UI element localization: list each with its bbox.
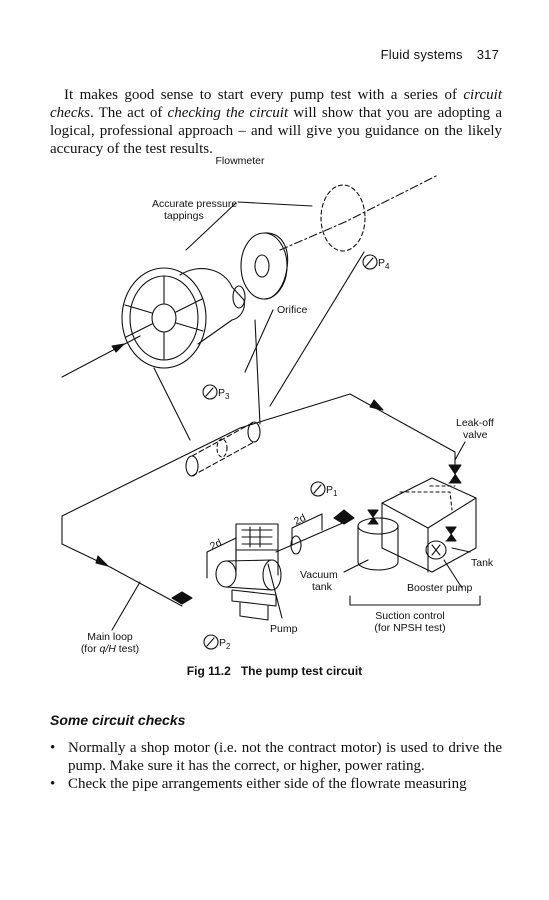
pipe-axis-dashed (279, 175, 437, 251)
booster-leader (443, 559, 463, 589)
label-leakoff-2: valve (463, 429, 488, 441)
suction-bracket (349, 595, 481, 606)
list-item: Check the pipe arrangements either side … (50, 775, 502, 793)
label-pump: Pump (270, 623, 298, 635)
label-vacuum-2: tank (312, 581, 333, 593)
pressure-gauge-p3 (202, 384, 218, 400)
label-2d-right: 2d (292, 512, 308, 528)
orifice-plate (240, 232, 289, 300)
vacuum-tank (357, 517, 399, 571)
label-leakoff-1: Leak-off (456, 417, 494, 429)
list-item: Normally a shop motor (i.e. not the cont… (50, 739, 502, 775)
label-pressure-tappings-2: tappings (164, 210, 204, 222)
valve-flange (232, 285, 246, 309)
loop-arrow-top (369, 399, 384, 411)
pressure-gauge-p1 (310, 481, 326, 497)
vacuum-leader (343, 559, 369, 573)
projection-lines (153, 251, 365, 441)
flowmeter-outline (320, 184, 366, 252)
orifice-leader (244, 309, 274, 373)
inlet-arrow (111, 343, 125, 353)
tank (381, 477, 477, 573)
label-p2: P2 (219, 637, 231, 651)
valve-body (179, 268, 245, 345)
tank-valve-right (445, 526, 457, 542)
label-p1: P1 (326, 484, 338, 498)
figure-caption: Fig 11.2 The pump test circuit (0, 664, 549, 678)
section-heading: Some circuit checks (50, 712, 186, 728)
intro-text-3: will show that you are adopting a logica… (50, 105, 502, 157)
inlet-line (61, 335, 141, 378)
label-vacuum-1: Vacuum (300, 569, 338, 581)
pump (215, 523, 282, 621)
label-main-loop-1: Main loop (87, 631, 133, 643)
label-2d-left: 2d (208, 537, 224, 553)
intro-emphasis-1: circuit checks (50, 87, 502, 121)
label-main-loop-2: (for q/H test) (81, 643, 139, 655)
tank-leader (451, 547, 471, 553)
pressure-gauge-p2 (203, 634, 219, 650)
main-loop-leader (111, 581, 141, 631)
intro-text-2: . The act of (89, 105, 168, 121)
discharge-valve (333, 509, 355, 525)
figure-number: Fig 11.2 (186, 664, 231, 678)
label-p3: P3 (218, 387, 230, 401)
pressure-gauge-p4 (362, 254, 378, 270)
label-orifice: Orifice (277, 304, 307, 316)
running-head: Fluid systems 317 (367, 47, 499, 62)
label-booster-pump: Booster pump (407, 582, 473, 594)
label-suction-2: (for NPSH test) (374, 622, 445, 634)
label-suction-1: Suction control (375, 610, 444, 622)
intro-text-1: It makes good sense to start every pump … (64, 87, 464, 103)
section-title: Fluid systems (380, 47, 463, 62)
label-pressure-tappings-1: Accurate pressure (152, 198, 237, 210)
tank-valve-left (367, 509, 379, 525)
dimension-2d-left (206, 537, 237, 579)
handwheel (121, 267, 207, 369)
pump-leader (267, 563, 283, 619)
discharge-pipe (275, 521, 346, 553)
dimension-2d-right (291, 513, 323, 546)
leakoff-leader (454, 441, 466, 461)
page-number: 317 (476, 47, 499, 62)
label-p4: P4 (378, 257, 390, 271)
loop-meter-section (185, 421, 261, 477)
discharge-flange (290, 535, 302, 555)
loop-arrow-left (95, 555, 109, 567)
intro-paragraph: It makes good sense to start every pump … (50, 86, 502, 158)
intro-emphasis-2: checking the circuit (167, 105, 289, 121)
suction-valve (171, 591, 193, 605)
leakoff-valve (448, 464, 462, 484)
main-loop-pipe (61, 393, 456, 607)
label-tank: Tank (471, 557, 494, 569)
booster-pump (425, 540, 447, 560)
figure-title: The pump test circuit (240, 664, 363, 678)
circuit-checks-list: Normally a shop motor (i.e. not the cont… (50, 739, 502, 793)
label-flowmeter: Flowmeter (215, 155, 265, 167)
tappings-leader (185, 201, 313, 251)
